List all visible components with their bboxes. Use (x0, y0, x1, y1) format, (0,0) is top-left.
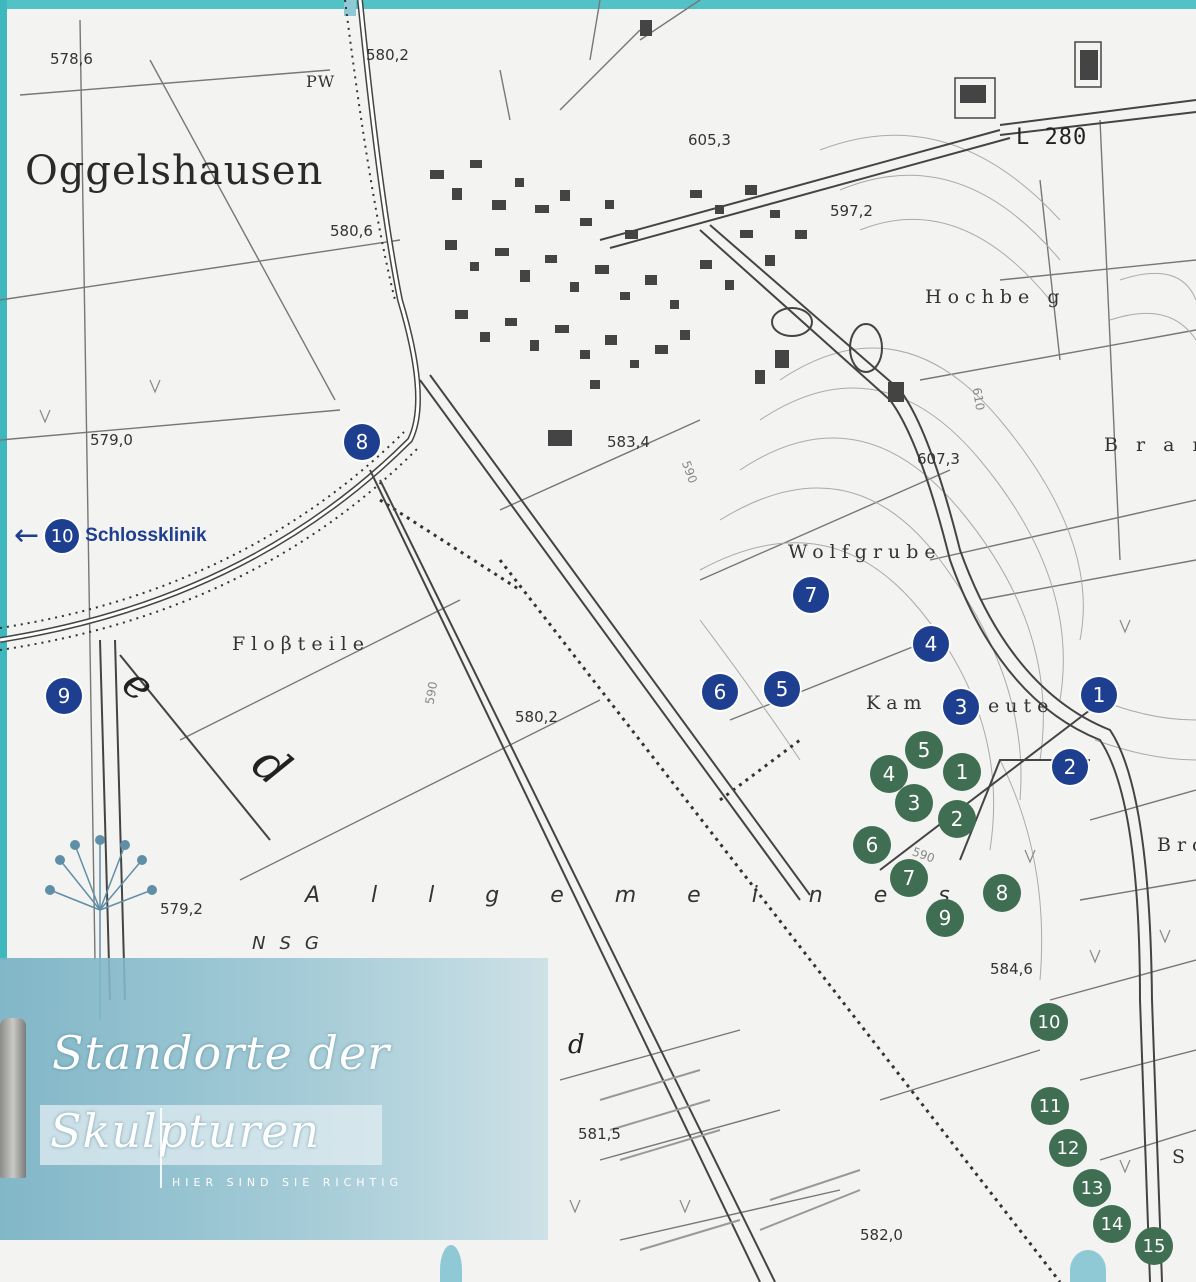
elevation-label: 584,6 (990, 960, 1033, 978)
blue-location-marker[interactable]: 4 (913, 626, 949, 662)
elevation-label: 581,5 (578, 1125, 621, 1143)
drop-decoration (1070, 1250, 1106, 1282)
place-kamm: Kam (866, 692, 928, 714)
blue-location-marker: 10 (45, 519, 80, 553)
elevation-label: 580,6 (330, 222, 373, 240)
green-sculpture-marker[interactable]: 13 (1073, 1169, 1111, 1207)
place-wolfgrube: Wolfgrube (788, 541, 942, 563)
blue-location-marker[interactable]: 2 (1052, 749, 1088, 785)
green-sculpture-marker[interactable]: 15 (1135, 1227, 1173, 1265)
blue-location-marker[interactable]: 5 (764, 671, 800, 707)
place-pw: PW (306, 72, 336, 91)
elevation-label: 582,0 (860, 1226, 903, 1244)
green-sculpture-marker[interactable]: 5 (905, 731, 943, 769)
green-sculpture-marker[interactable]: 1 (943, 753, 981, 791)
elevation-label: 579,2 (160, 900, 203, 918)
elevation-label: 579,0 (90, 431, 133, 449)
green-sculpture-marker[interactable]: 12 (1049, 1129, 1087, 1167)
drop-decoration (440, 1245, 462, 1282)
legend-title-line1: Standorte der (52, 1026, 391, 1080)
town-name: Oggelshausen (25, 148, 324, 194)
green-sculpture-marker[interactable]: 6 (853, 826, 891, 864)
green-sculpture-marker[interactable]: 3 (895, 784, 933, 822)
elevation-label: 597,2 (830, 202, 873, 220)
elevation-label: 607,3 (917, 450, 960, 468)
blue-location-marker[interactable]: 1 (1081, 677, 1117, 713)
road-l280: L 280 (1016, 125, 1088, 150)
place-eute: eute (988, 695, 1055, 717)
place-bro: Bro (1157, 834, 1196, 856)
letter-d-small: d (568, 1030, 585, 1060)
sculpture-statue-icon (0, 1018, 26, 1178)
blue-location-marker[interactable]: 8 (344, 424, 380, 460)
place-nsg: NSG (252, 933, 333, 954)
green-sculpture-marker[interactable]: 9 (926, 899, 964, 937)
green-sculpture-marker[interactable]: 14 (1093, 1205, 1131, 1243)
elevation-label: 605,3 (688, 131, 731, 149)
green-sculpture-marker[interactable]: 11 (1031, 1087, 1069, 1125)
elevation-label: 578,6 (50, 50, 93, 68)
blue-location-marker[interactable]: 9 (46, 678, 82, 714)
elevation-label: 580,2 (515, 708, 558, 726)
arrow-left-icon: ← (14, 518, 40, 553)
top-frame-mark (344, 0, 356, 16)
place-flossteile: Floβteile (232, 633, 370, 655)
place-hochberg: Hochbe g (925, 286, 1066, 308)
elevation-label: 580,2 (366, 46, 409, 64)
legend-subtitle: HIER SIND SIE RICHTIG (172, 1176, 404, 1189)
green-sculpture-marker[interactable]: 4 (870, 755, 908, 793)
green-sculpture-marker[interactable]: 10 (1030, 1003, 1068, 1041)
green-sculpture-marker[interactable]: 7 (890, 859, 928, 897)
legend-panel: Standorte der Skulpturen HIER SIND SIE R… (0, 958, 548, 1240)
schlossklinik-pointer[interactable]: ← 10 Schlossklinik (14, 519, 207, 553)
place-s: S (1172, 1146, 1192, 1168)
left-frame-stripe (0, 0, 7, 960)
place-bran: B r a n (1104, 434, 1196, 456)
top-frame-stripe (0, 0, 1196, 9)
green-sculpture-marker[interactable]: 8 (983, 874, 1021, 912)
place-allgemeines: A l l g e m e i n e s (305, 883, 972, 908)
blue-location-marker[interactable]: 7 (793, 577, 829, 613)
legend-title-line2: Skulpturen (50, 1104, 321, 1158)
blue-location-marker[interactable]: 6 (702, 674, 738, 710)
schlossklinik-label: Schlossklinik (85, 525, 207, 546)
legend-divider (160, 1108, 162, 1188)
elevation-label: 583,4 (607, 433, 650, 451)
blue-location-marker[interactable]: 3 (943, 689, 979, 725)
legend-band (40, 1105, 382, 1165)
green-sculpture-marker[interactable]: 2 (938, 800, 976, 838)
